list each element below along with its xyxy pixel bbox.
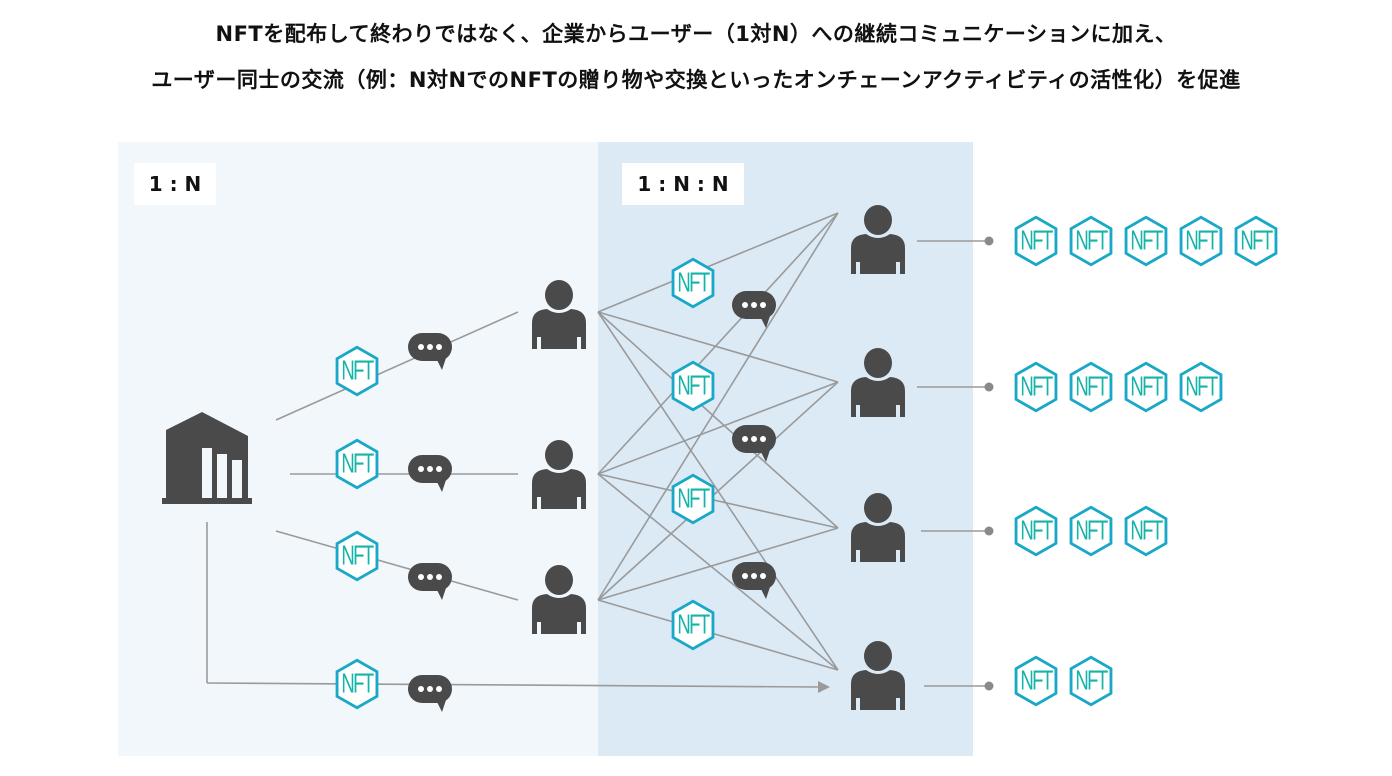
connector-arrow-line xyxy=(206,682,819,688)
user-icon xyxy=(532,565,586,634)
nft-hexagon-icon: NFT xyxy=(1014,361,1058,413)
nft-hexagon-icon: NFT xyxy=(1069,655,1113,707)
mesh-line xyxy=(597,212,839,313)
svg-text:NFT: NFT xyxy=(1075,371,1108,401)
label-one-to-n-to-n: 1 : N : N xyxy=(622,163,744,205)
svg-text:NFT: NFT xyxy=(341,540,374,570)
svg-text:NFT: NFT xyxy=(1020,665,1053,695)
nft-hexagon-icon: NFT xyxy=(1124,361,1168,413)
svg-text:NFT: NFT xyxy=(341,355,374,385)
svg-text:NFT: NFT xyxy=(1075,515,1108,545)
connector-line xyxy=(275,530,519,601)
building-icon xyxy=(162,412,252,504)
mesh-line xyxy=(597,473,839,671)
mesh-line xyxy=(597,381,839,475)
user-icon xyxy=(532,440,586,509)
svg-text:NFT: NFT xyxy=(1020,515,1053,545)
chat-bubble-icon xyxy=(732,291,776,328)
user-icon xyxy=(851,205,905,274)
nft-hexagon-icon: NFT xyxy=(1069,215,1113,267)
nft-hexagon-icon: NFT xyxy=(335,438,379,490)
svg-text:NFT: NFT xyxy=(1185,225,1218,255)
mesh-line xyxy=(597,311,839,383)
svg-text:NFT: NFT xyxy=(1020,225,1053,255)
nft-hexagon-icon: NFT xyxy=(1179,215,1223,267)
connector-dot xyxy=(984,382,994,392)
svg-text:NFT: NFT xyxy=(677,609,710,639)
mesh-line xyxy=(597,527,839,601)
nft-hexagon-icon: NFT xyxy=(671,473,715,525)
nft-hexagon-icon: NFT xyxy=(1014,215,1058,267)
svg-text:NFT: NFT xyxy=(1075,665,1108,695)
svg-text:NFT: NFT xyxy=(1020,371,1053,401)
mesh-line xyxy=(597,212,839,475)
nft-hexagon-icon: NFT xyxy=(1124,215,1168,267)
svg-text:NFT: NFT xyxy=(341,668,374,698)
connector-dot xyxy=(984,681,994,691)
svg-text:NFT: NFT xyxy=(677,267,710,297)
label-one-to-n: 1 : N xyxy=(134,163,216,205)
svg-text:NFT: NFT xyxy=(1075,225,1108,255)
nft-hexagon-icon: NFT xyxy=(335,345,379,397)
nft-hexagon-icon: NFT xyxy=(671,599,715,651)
svg-text:NFT: NFT xyxy=(677,370,710,400)
user-icon xyxy=(851,348,905,417)
chat-bubble-icon xyxy=(408,675,452,712)
connector-dot xyxy=(984,526,994,536)
chat-bubble-icon xyxy=(408,563,452,600)
mesh-line xyxy=(597,311,839,529)
nft-hexagon-icon: NFT xyxy=(1069,361,1113,413)
nft-hexagon-icon: NFT xyxy=(671,360,715,412)
title-line-1: NFTを配布して終わりではなく、企業からユーザー（1対N）への継続コミュニケーシ… xyxy=(215,22,1177,46)
user-icon xyxy=(851,493,905,562)
user-icon xyxy=(851,641,905,710)
chat-bubble-icon xyxy=(408,455,452,492)
svg-text:NFT: NFT xyxy=(677,483,710,513)
connector-line xyxy=(275,311,519,421)
nft-hexagon-icon: NFT xyxy=(1234,215,1278,267)
nodes: NFT NFT NFT NFT NFT NFT NFT NFT NFT NFT NFT NFT NFT N… xyxy=(162,205,1278,712)
svg-text:NFT: NFT xyxy=(341,448,374,478)
panel-one-to-n-to-n xyxy=(598,142,973,756)
mesh-line xyxy=(597,473,839,529)
nft-hexagon-icon: NFT xyxy=(335,530,379,582)
nft-hexagon-icon: NFT xyxy=(1124,505,1168,557)
chat-bubble-icon xyxy=(732,425,776,462)
svg-text:NFT: NFT xyxy=(1130,515,1163,545)
nft-hexagon-icon: NFT xyxy=(1069,505,1113,557)
connector-dot xyxy=(984,236,994,246)
chat-bubble-icon xyxy=(408,333,452,370)
title-line-2: ユーザー同士の交流（例：N対NでのNFTの贈り物や交換といったオンチェーンアクテ… xyxy=(151,68,1241,92)
nft-hexagon-icon: NFT xyxy=(335,658,379,710)
arrow-head-icon xyxy=(818,681,830,693)
svg-text:NFT: NFT xyxy=(1130,225,1163,255)
nft-hexagon-icon: NFT xyxy=(1179,361,1223,413)
svg-text:NFT: NFT xyxy=(1130,371,1163,401)
nft-hexagon-icon: NFT xyxy=(671,257,715,309)
nft-hexagon-icon: NFT xyxy=(1014,655,1058,707)
mesh-line xyxy=(597,212,839,601)
user-icon xyxy=(532,280,586,349)
svg-text:NFT: NFT xyxy=(1185,371,1218,401)
chat-bubble-icon xyxy=(732,562,776,599)
connection-lines xyxy=(206,212,994,693)
nft-hexagon-icon: NFT xyxy=(1014,505,1058,557)
svg-text:NFT: NFT xyxy=(1240,225,1273,255)
mesh-line xyxy=(597,381,839,601)
mesh-line xyxy=(597,599,839,671)
